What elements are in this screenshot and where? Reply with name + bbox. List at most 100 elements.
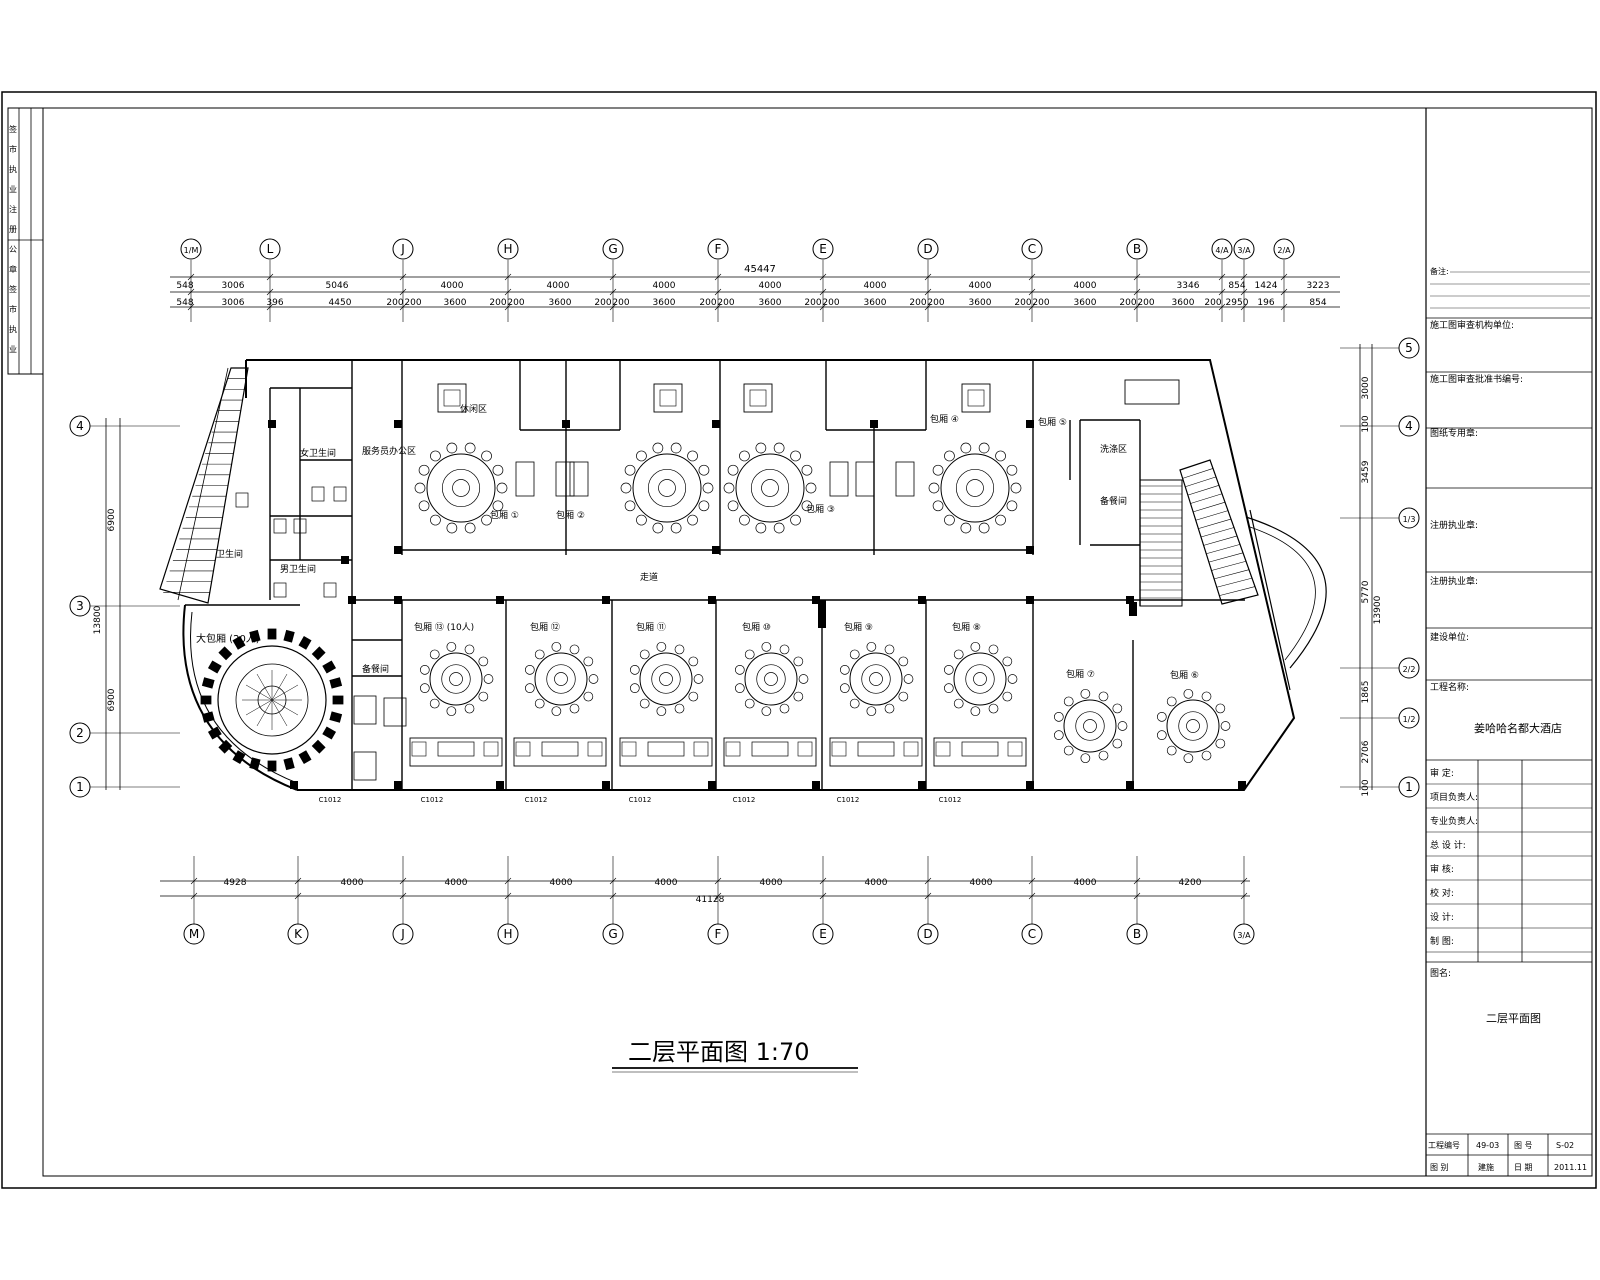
room-label-r13: 包厢 ⑬ (10人): [414, 621, 474, 633]
tb-sheet-no: S-02: [1556, 1141, 1574, 1150]
wc-fixture: [333, 486, 347, 502]
dim-bottom: 4928: [224, 878, 247, 888]
dim-top-row1: 3006: [222, 281, 245, 291]
grid-bubble-right-circle: [1398, 707, 1420, 729]
tb-row-label: 注册执业章:: [1430, 519, 1478, 531]
left-strip-char: 签: [9, 284, 17, 294]
grid-bubble-right: 5: [1405, 341, 1413, 355]
room-label-corridor: 走道: [640, 571, 658, 583]
dim-top-row2: 200: [1014, 298, 1031, 308]
grid-bubble-top: 4/A: [1215, 246, 1229, 255]
dim-right: 13900: [1373, 595, 1383, 624]
grid-bubble-top: E: [819, 242, 827, 256]
grid-bubble-top-circle: [602, 238, 624, 260]
dim-top-row2: 200: [1137, 298, 1154, 308]
round-table: [839, 641, 914, 717]
grid-bubble-left: 2: [76, 726, 84, 740]
dim-left: 6900: [107, 508, 117, 531]
right-stair: [1179, 459, 1259, 605]
left-stair: [159, 367, 249, 604]
left-strip-char: 公: [9, 245, 17, 254]
grid-bubble-right: 4: [1405, 419, 1413, 433]
grid-bubble-bottom: M: [189, 927, 199, 941]
room-label-wc: 卫生间: [216, 548, 243, 560]
wc-fixture: [273, 518, 287, 534]
dim-top-row2: 200: [612, 298, 629, 308]
dim-top-row2: 548: [176, 298, 193, 308]
wc-fixture: [293, 518, 307, 534]
sofa: [353, 695, 377, 725]
grid-bubble-bottom-circle: [1233, 923, 1255, 945]
dim-right: 3459: [1361, 460, 1371, 483]
window-tag: C1012: [629, 796, 652, 804]
dim-top-row1: 4000: [969, 281, 992, 291]
left-strip-char: 市: [9, 144, 17, 154]
room-label-r6: 包厢 ⑥: [1170, 669, 1199, 681]
grid-bubble-right-circle: [1398, 657, 1420, 679]
dim-bottom: 4000: [1074, 878, 1097, 888]
left-strip-char: 注: [9, 204, 17, 214]
dim-top-row2: 200: [404, 298, 421, 308]
grid-bubble-right: 1/2: [1403, 715, 1416, 724]
grid-bubble-left-circle: [69, 722, 91, 744]
grid-bubble-bottom-circle: [1126, 923, 1148, 945]
dim-bottom-total: 41128: [696, 895, 725, 905]
tb-drawing-label: 图名:: [1430, 967, 1451, 979]
grid-bubble-top-circle: [707, 238, 729, 260]
grid-bubble-right-circle: [1398, 776, 1420, 798]
room-label-r3: 包厢 ③: [806, 503, 835, 515]
round-table: [620, 442, 714, 534]
dim-top-row1: 3223: [1307, 281, 1330, 291]
sofa: [895, 461, 915, 497]
dim-top-row2: 3600: [1172, 298, 1195, 308]
grid-bubble-left: 4: [76, 419, 84, 433]
room-label-r9: 包厢 ⑨: [844, 621, 873, 633]
dim-bottom: 4000: [550, 878, 573, 888]
grid-bubble-top: F: [715, 242, 722, 256]
grid-bubble-top: 1/M: [184, 246, 199, 255]
room-label-r5: 包厢 ⑤: [1038, 416, 1067, 428]
room-label-r4: 包厢 ④: [930, 413, 959, 425]
dim-top-row2: 3600: [969, 298, 992, 308]
window-tag: C1012: [525, 796, 548, 804]
window-tag: C1012: [733, 796, 756, 804]
grid-bubble-bottom-circle: [497, 923, 519, 945]
window-tag: C1012: [837, 796, 860, 804]
left-strip-char: 执: [9, 164, 17, 174]
dimension-lines: [105, 276, 1373, 897]
dim-top-row2: 3600: [1074, 298, 1097, 308]
tb-note-lines: [1430, 271, 1590, 309]
dim-top-total: 45447: [744, 264, 776, 275]
grid-bubble-right: 1/3: [1403, 515, 1416, 524]
center-stair: [1139, 479, 1183, 607]
room-label-male_wc: 男卫生间: [280, 563, 316, 575]
tb-role: 总 设 计:: [1430, 839, 1466, 851]
dim-top-row2: 3600: [549, 298, 572, 308]
room-label-r1: 包厢 ①: [490, 509, 519, 521]
grid-bubble-bottom-circle: [917, 923, 939, 945]
grid-bubble-bottom: D: [923, 927, 932, 941]
grid-bubble-top-circle: [1021, 238, 1043, 260]
sofa: [353, 751, 377, 781]
tb-row-label: 建设单位:: [1430, 631, 1469, 643]
room-label-r8: 包厢 ⑧: [952, 621, 981, 633]
dim-top-row2: 200: [717, 298, 734, 308]
dim-bottom: 4000: [760, 878, 783, 888]
dim-top-row2: 200: [594, 298, 611, 308]
dim-bottom: 4000: [341, 878, 364, 888]
furniture: [235, 379, 1231, 781]
tb-sheet-label: 图 号: [1514, 1141, 1533, 1150]
dim-top-row2: 196: [1257, 298, 1274, 308]
dim-right: 1865: [1361, 681, 1371, 704]
title-block-text: 施工图审查机构单位:施工图审查批准书编号:图纸专用章:注册执业章:注册执业章:建…: [1430, 319, 1523, 947]
dim-top-row1: 4000: [441, 281, 464, 291]
dim-top-row2: 200: [1204, 298, 1221, 308]
grid-bubble-bottom: E: [819, 927, 827, 941]
tb-role: 专业负责人:: [1430, 815, 1478, 827]
grid-bubble-top-circle: [180, 238, 202, 260]
dim-bottom: 4000: [970, 878, 993, 888]
grid-bubble-right-circle: [1398, 337, 1420, 359]
dim-bottom: 4000: [655, 878, 678, 888]
